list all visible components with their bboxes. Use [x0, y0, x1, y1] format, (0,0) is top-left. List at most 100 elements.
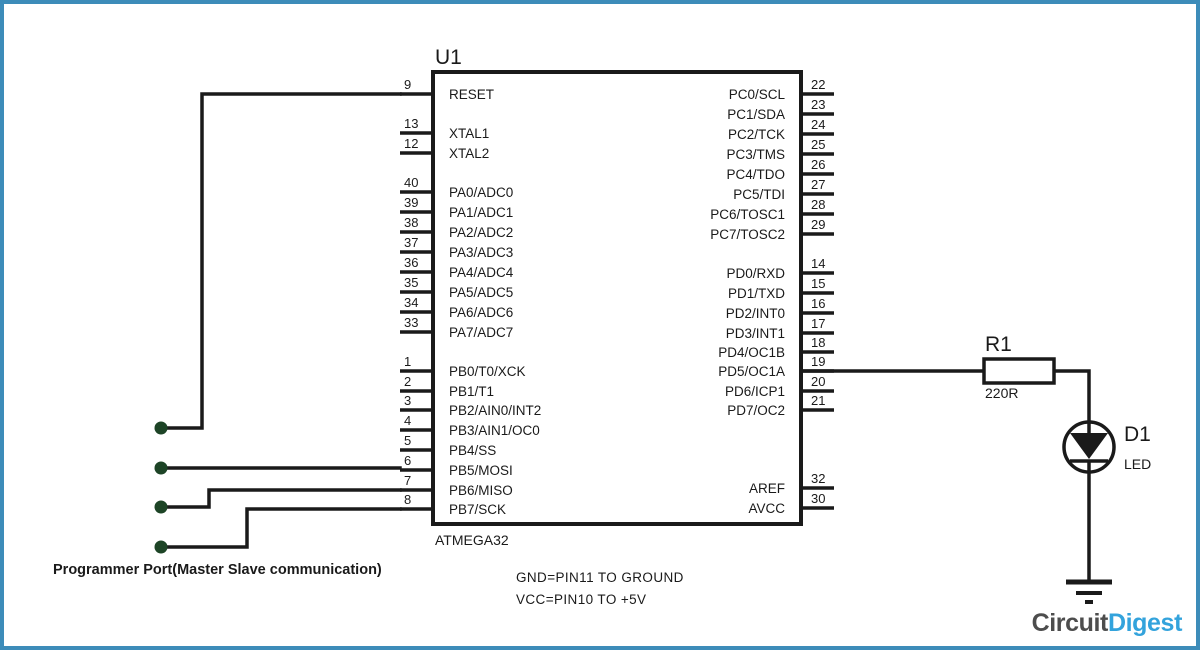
resistor-r1[interactable]: [982, 357, 1056, 385]
ic-right-pin-label-14: PD0/RXD: [726, 266, 785, 281]
ic-right-pin-label-30: AVCC: [748, 501, 785, 516]
led-branch-wiring: [799, 369, 1091, 582]
ic-left-pin-label-8: PB7/SCK: [449, 502, 506, 517]
ic-right-pin-label-17: PD3/INT1: [726, 326, 785, 341]
ic-right-pin-label-24: PC2/TCK: [728, 127, 785, 142]
ic-right-pin-number-22: 22: [811, 77, 825, 92]
ic-left-pin-number-34: 34: [404, 295, 418, 310]
ic-right-pin-number-25: 25: [811, 137, 825, 152]
ic-right-pin-number-29: 29: [811, 217, 825, 232]
programmer-port-caption: Programmer Port(Master Slave communicati…: [53, 562, 382, 578]
ic-right-pin-label-26: PC4/TDO: [726, 167, 785, 182]
ic-right-pin-group: 22PC0/SCL23PC1/SDA24PC2/TCK25PC3/TMS26PC…: [710, 77, 834, 516]
sck-terminal[interactable]: [154, 540, 168, 554]
ic-right-pin-number-32: 32: [811, 471, 825, 486]
ic-left-pin-number-37: 37: [404, 235, 418, 250]
ic-left-pin-number-39: 39: [404, 195, 418, 210]
ic-right-pin-label-29: PC7/TOSC2: [710, 227, 785, 242]
ic-left-pin-label-5: PB4/SS: [449, 443, 496, 458]
ic-right-pin-label-32: AREF: [749, 481, 785, 496]
ic-left-pin-label-12: XTAL2: [449, 146, 489, 161]
ic-left-pin-label-4: PB3/AIN1/OC0: [449, 423, 540, 438]
ic-left-pin-number-3: 3: [404, 393, 411, 408]
ic-left-pin-label-37: PA3/ADC3: [449, 245, 513, 260]
ic-right-pin-number-19: 19: [811, 354, 825, 369]
ic-left-pin-number-36: 36: [404, 255, 418, 270]
ic-right-pin-number-16: 16: [811, 296, 825, 311]
ic-right-pin-number-18: 18: [811, 335, 825, 350]
ic-left-pin-label-7: PB6/MISO: [449, 483, 513, 498]
led-ref-des: D1: [1124, 423, 1151, 446]
ic-left-pin-number-8: 8: [404, 492, 411, 507]
ic-left-pin-label-13: XTAL1: [449, 126, 489, 141]
ground-symbol[interactable]: [1066, 579, 1112, 604]
ic-left-pin-label-1: PB0/T0/XCK: [449, 364, 526, 379]
ic-right-pin-label-18: PD4/OC1B: [718, 345, 785, 360]
ic-right-pin-number-15: 15: [811, 276, 825, 291]
resistor-value: 220R: [985, 385, 1018, 401]
ic-part-name: ATMEGA32: [435, 532, 509, 548]
ic-right-pin-label-20: PD6/ICP1: [725, 384, 785, 399]
ic-left-pin-number-13: 13: [404, 116, 418, 131]
ic-right-pin-label-28: PC6/TOSC1: [710, 207, 785, 222]
ic-left-pin-number-33: 33: [404, 315, 418, 330]
ic-right-pin-label-27: PC5/TDI: [733, 187, 785, 202]
ic-left-pin-number-38: 38: [404, 215, 418, 230]
ic-right-pin-label-16: PD2/INT0: [726, 306, 785, 321]
logo-text-circuit: Circuit: [1031, 609, 1109, 637]
ic-right-pin-label-19: PD5/OC1A: [718, 364, 785, 379]
wire-r1-to-d1[interactable]: [1052, 369, 1091, 425]
ic-left-pin-number-9: 9: [404, 77, 411, 92]
ic-right-pin-label-15: PD1/TXD: [728, 286, 785, 301]
ic-left-pin-group: 9RESET13XTAL112XTAL240PA0/ADC039PA1/ADC1…: [400, 77, 541, 517]
ic-left-pin-label-9: RESET: [449, 87, 494, 102]
ic-body-atmega32[interactable]: [431, 70, 803, 526]
ic-right-pin-label-25: PC3/TMS: [726, 147, 785, 162]
ic-left-pin-label-6: PB5/MOSI: [449, 463, 513, 478]
programmer-port-wiring: [159, 92, 402, 549]
ic-right-pin-label-22: PC0/SCL: [729, 87, 786, 102]
ic-left-pin-label-40: PA0/ADC0: [449, 185, 513, 200]
ic-left-pin-label-34: PA6/ADC6: [449, 305, 513, 320]
ic-right-pin-number-28: 28: [811, 197, 825, 212]
reset-terminal[interactable]: [154, 421, 168, 435]
note-gnd: GND=PIN11 TO GROUND: [516, 570, 684, 585]
circuitdigest-logo: CircuitDigest: [1031, 609, 1183, 638]
ic-right-pin-number-14: 14: [811, 256, 825, 271]
ic-right-pin-number-20: 20: [811, 374, 825, 389]
ic-left-pin-number-1: 1: [404, 354, 411, 369]
ic-right-pin-number-21: 21: [811, 393, 825, 408]
circuit-schematic: U1 ATMEGA32 9RESET13XTAL112XTAL240PA0/AD…: [53, 46, 1151, 607]
ic-left-pin-label-38: PA2/ADC2: [449, 225, 513, 240]
ic-left-pin-number-5: 5: [404, 433, 411, 448]
ic-left-pin-label-3: PB2/AIN0/INT2: [449, 403, 541, 418]
ic-left-pin-label-39: PA1/ADC1: [449, 205, 513, 220]
ic-left-pin-label-36: PA4/ADC4: [449, 265, 514, 280]
wire-miso[interactable]: [159, 488, 402, 509]
logo-text-digest: Digest: [1107, 609, 1182, 637]
wire-sck[interactable]: [159, 507, 402, 549]
ic-left-pin-number-4: 4: [404, 413, 411, 428]
ic-right-pin-number-23: 23: [811, 97, 825, 112]
led-d1[interactable]: [1062, 420, 1116, 474]
ic-right-pin-number-30: 30: [811, 491, 825, 506]
ic-left-pin-number-6: 6: [404, 453, 411, 468]
mosi-terminal[interactable]: [154, 461, 168, 475]
ic-left-pin-number-12: 12: [404, 136, 418, 151]
miso-terminal[interactable]: [154, 500, 168, 514]
led-anode-triangle: [1070, 433, 1108, 459]
ic-right-pin-number-24: 24: [811, 117, 825, 132]
ic-left-pin-number-2: 2: [404, 374, 411, 389]
led-part-name: LED: [1124, 456, 1151, 472]
ic-right-pin-number-27: 27: [811, 177, 825, 192]
ic-left-pin-number-40: 40: [404, 175, 418, 190]
wire-reset[interactable]: [159, 92, 402, 430]
ic-left-pin-label-2: PB1/T1: [449, 384, 494, 399]
ic-left-pin-label-33: PA7/ADC7: [449, 325, 513, 340]
ic-left-pin-label-35: PA5/ADC5: [449, 285, 513, 300]
note-vcc: VCC=PIN10 TO +5V: [516, 592, 646, 607]
ic-left-pin-number-7: 7: [404, 473, 411, 488]
ic-left-pin-number-35: 35: [404, 275, 418, 290]
ic-right-pin-number-26: 26: [811, 157, 825, 172]
